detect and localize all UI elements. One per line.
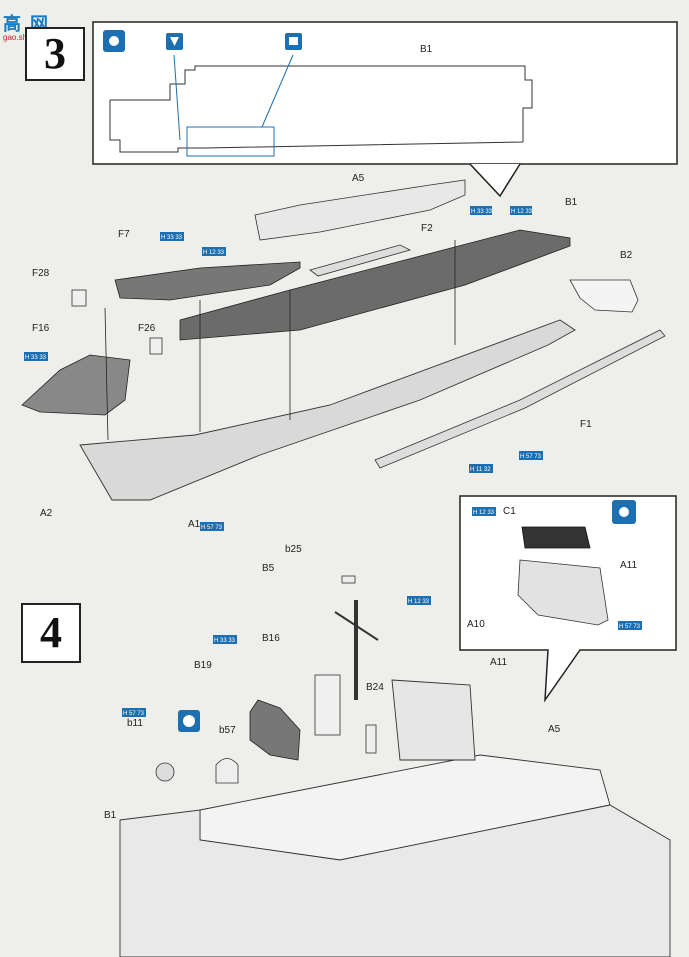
label-b2: B2 (620, 250, 633, 261)
part-a11-funnel (391, 679, 476, 761)
part-a11-inset (517, 559, 609, 626)
drill-icon (166, 33, 183, 50)
label-a5: A5 (352, 173, 365, 184)
deck-outline-callout (109, 65, 533, 153)
part-f2-strip (309, 244, 412, 277)
label-f1: F1 (580, 419, 592, 430)
svg-text:H 57 73: H 57 73 (520, 454, 542, 460)
step-3-number: 3 (44, 29, 66, 78)
label-b24: B24 (366, 682, 384, 693)
label-b5: B5 (262, 563, 275, 574)
label-b1-callout: B1 (420, 44, 433, 55)
svg-text:H 33 33: H 33 33 (471, 209, 493, 215)
label-f7: F7 (118, 229, 130, 240)
label-a11: A11 (490, 657, 507, 668)
paint-code-h12-c: H 12 33 (472, 507, 496, 516)
step-3-marker: 3 (25, 27, 85, 81)
part-b19 (249, 699, 301, 761)
paint-code-h33-b: H 33 33 (160, 232, 184, 241)
label-a11-inset: A11 (620, 560, 637, 571)
label-f16: F16 (32, 323, 50, 334)
part-a5-island (254, 179, 466, 241)
label-b57: b57 (219, 725, 236, 736)
paint-code-h12-b: H 12 33 (202, 247, 226, 256)
part-f28 (71, 289, 87, 307)
paint-code-h33-a: H 33 33 (470, 206, 493, 215)
svg-text:H 12 33: H 12 33 (511, 209, 533, 215)
label-b11: b11 (127, 718, 143, 729)
svg-text:H 57 73: H 57 73 (201, 525, 223, 531)
svg-text:H 11 32: H 11 32 (470, 467, 491, 473)
label-f28: F28 (32, 268, 50, 279)
part-b24 (365, 724, 377, 754)
svg-text:H 33 33: H 33 33 (25, 355, 47, 361)
part-b11 (155, 762, 175, 782)
label-c1: C1 (503, 506, 516, 517)
part-a1-hull (79, 319, 576, 501)
detail-callout-top (92, 21, 678, 165)
part-b57 (215, 758, 239, 784)
paint-code-h57-c: H 57 73 (618, 621, 642, 630)
part-b1-flight-deck-b (119, 804, 671, 957)
svg-text:H 57 73: H 57 73 (123, 711, 145, 717)
option-icon (178, 710, 200, 732)
glue-icon-inset (612, 500, 636, 524)
part-c1 (521, 526, 591, 549)
paint-code-h33-d: H 33 33 (213, 635, 237, 644)
svg-text:H 12 33: H 12 33 (408, 599, 430, 605)
paint-code-h12-d: H 12 33 (407, 596, 431, 605)
part-f1-rail (374, 329, 666, 469)
part-b1-flight-deck (179, 229, 571, 341)
label-b19: B19 (194, 660, 212, 671)
label-b1-b: B1 (104, 810, 117, 821)
label-a5-b: A5 (548, 724, 561, 735)
svg-text:H 12 33: H 12 33 (473, 510, 495, 516)
glue-icon-top (103, 30, 125, 52)
label-f2: F2 (421, 223, 433, 234)
part-b2-stern (569, 279, 639, 313)
label-b25: b25 (285, 544, 302, 555)
step-4-marker: 4 (21, 603, 81, 663)
paint-code-h11: H 11 32 (469, 464, 493, 473)
label-b16: B16 (262, 633, 280, 644)
part-f16-bow (21, 354, 131, 416)
step-4-number: 4 (40, 608, 62, 657)
label-b1: B1 (565, 197, 578, 208)
paint-code-h12-a: H 12 33 (510, 206, 533, 215)
label-a2: A2 (40, 508, 53, 519)
svg-text:H 33 33: H 33 33 (161, 235, 183, 241)
part-b25 (341, 575, 356, 584)
label-f26: F26 (138, 323, 156, 334)
paint-code-h57-b: H 57 73 (519, 451, 543, 460)
label-a1: A1 (188, 519, 201, 530)
remove-icon (285, 33, 302, 50)
svg-text:H 57 73: H 57 73 (619, 624, 641, 630)
part-b16 (314, 674, 341, 736)
paint-code-h33-c: H 33 33 (24, 352, 48, 361)
svg-text:H 33 33: H 33 33 (214, 638, 236, 644)
paint-code-h57-a: H 57 73 (200, 522, 224, 531)
part-f7-deck-section (114, 261, 301, 301)
label-a10: A10 (467, 619, 485, 630)
part-f26 (149, 337, 163, 355)
svg-text:H 12 33: H 12 33 (203, 250, 225, 256)
paint-code-h57-d: H 57 73 (122, 708, 146, 717)
